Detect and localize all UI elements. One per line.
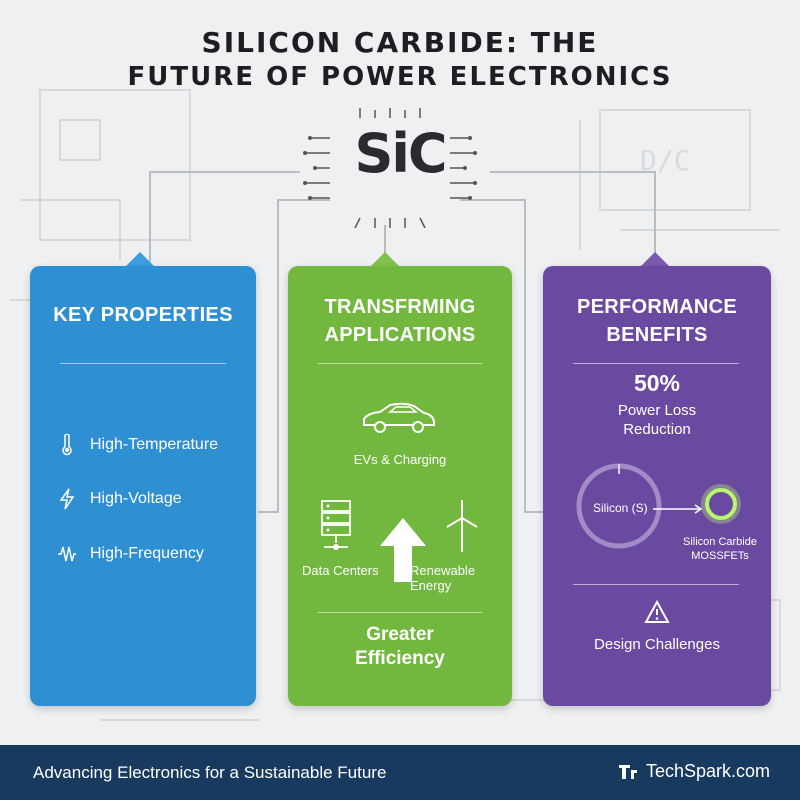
key-properties-card: KEY PROPERTIES High-Temperature High-Vol… (30, 266, 256, 706)
blue-pointer (125, 252, 155, 267)
divider (60, 363, 226, 364)
renewable-energy-label: Renewable Energy (410, 563, 476, 593)
key-properties-title: KEY PROPERTIES (53, 304, 233, 326)
property-high-voltage: High-Voltage (58, 488, 182, 510)
up-arrow-icon (380, 518, 426, 582)
applications-card: TRANSFRMING APPLICATIONS EVs & Charging … (288, 266, 512, 706)
divider (318, 612, 482, 613)
footer-bar: Advancing Electronics for a Sustainable … (0, 745, 800, 800)
performance-card: PERFORMANCE BENEFITS 50% Power Loss Redu… (543, 266, 771, 706)
efficiency-line2: Efficiency (355, 648, 445, 669)
sic-mosfet-label-line1: Silicon Carbide (683, 536, 757, 548)
server-icon (321, 500, 351, 550)
footer-brand-label: TechSpark.com (645, 761, 770, 781)
comparison-diagram (576, 463, 741, 549)
applications-title-line2: APPLICATIONS (324, 324, 476, 346)
performance-title-line1: PERFORMANCE (577, 296, 737, 318)
purple-pointer (640, 252, 670, 267)
page-title-line1: SILICON CARBIDE: THE (201, 26, 599, 59)
design-challenges-label: Design Challenges (594, 636, 720, 653)
footer-tagline: Advancing Electronics for a Sustainable … (33, 763, 387, 782)
divider (573, 363, 739, 364)
efficiency-line1: Greater (366, 624, 434, 645)
thermometer-icon (62, 434, 72, 456)
property-high-temperature: High-Temperature (58, 434, 218, 456)
footer-brand[interactable]: TechSpark.com (618, 761, 770, 782)
lightning-icon (59, 488, 75, 510)
data-centers-label: Data Centers (302, 563, 379, 578)
divider (573, 584, 739, 585)
car-icon (363, 402, 435, 433)
techspark-logo-icon (618, 764, 637, 779)
divider (318, 363, 482, 364)
property-label: High-Frequency (90, 545, 204, 562)
warning-icon (644, 600, 670, 623)
stat-value: 50% (633, 370, 681, 396)
stat-label-line2: Reduction (623, 421, 691, 438)
ev-charging-label: EVs & Charging (353, 452, 447, 467)
green-pointer (370, 252, 400, 267)
performance-title-line2: BENEFITS (606, 324, 708, 346)
property-label: High-Temperature (90, 436, 219, 453)
silicon-label: Silicon (S) (593, 501, 648, 515)
sic-chip-icon (303, 108, 477, 228)
wind-turbine-icon (446, 500, 478, 552)
property-high-frequency: High-Frequency (58, 543, 204, 565)
waveform-icon (58, 546, 76, 562)
sic-mosfet-label-line2: MOSSFETs (691, 550, 749, 562)
stat-label-line1: Power Loss (617, 402, 697, 419)
page-title-line2: FUTURE OF POWER ELECTRONICS (127, 62, 673, 92)
chip-label: SiC (354, 122, 447, 185)
applications-title-line1: TRANSFRMING (324, 296, 476, 318)
property-label: High-Voltage (90, 490, 182, 507)
